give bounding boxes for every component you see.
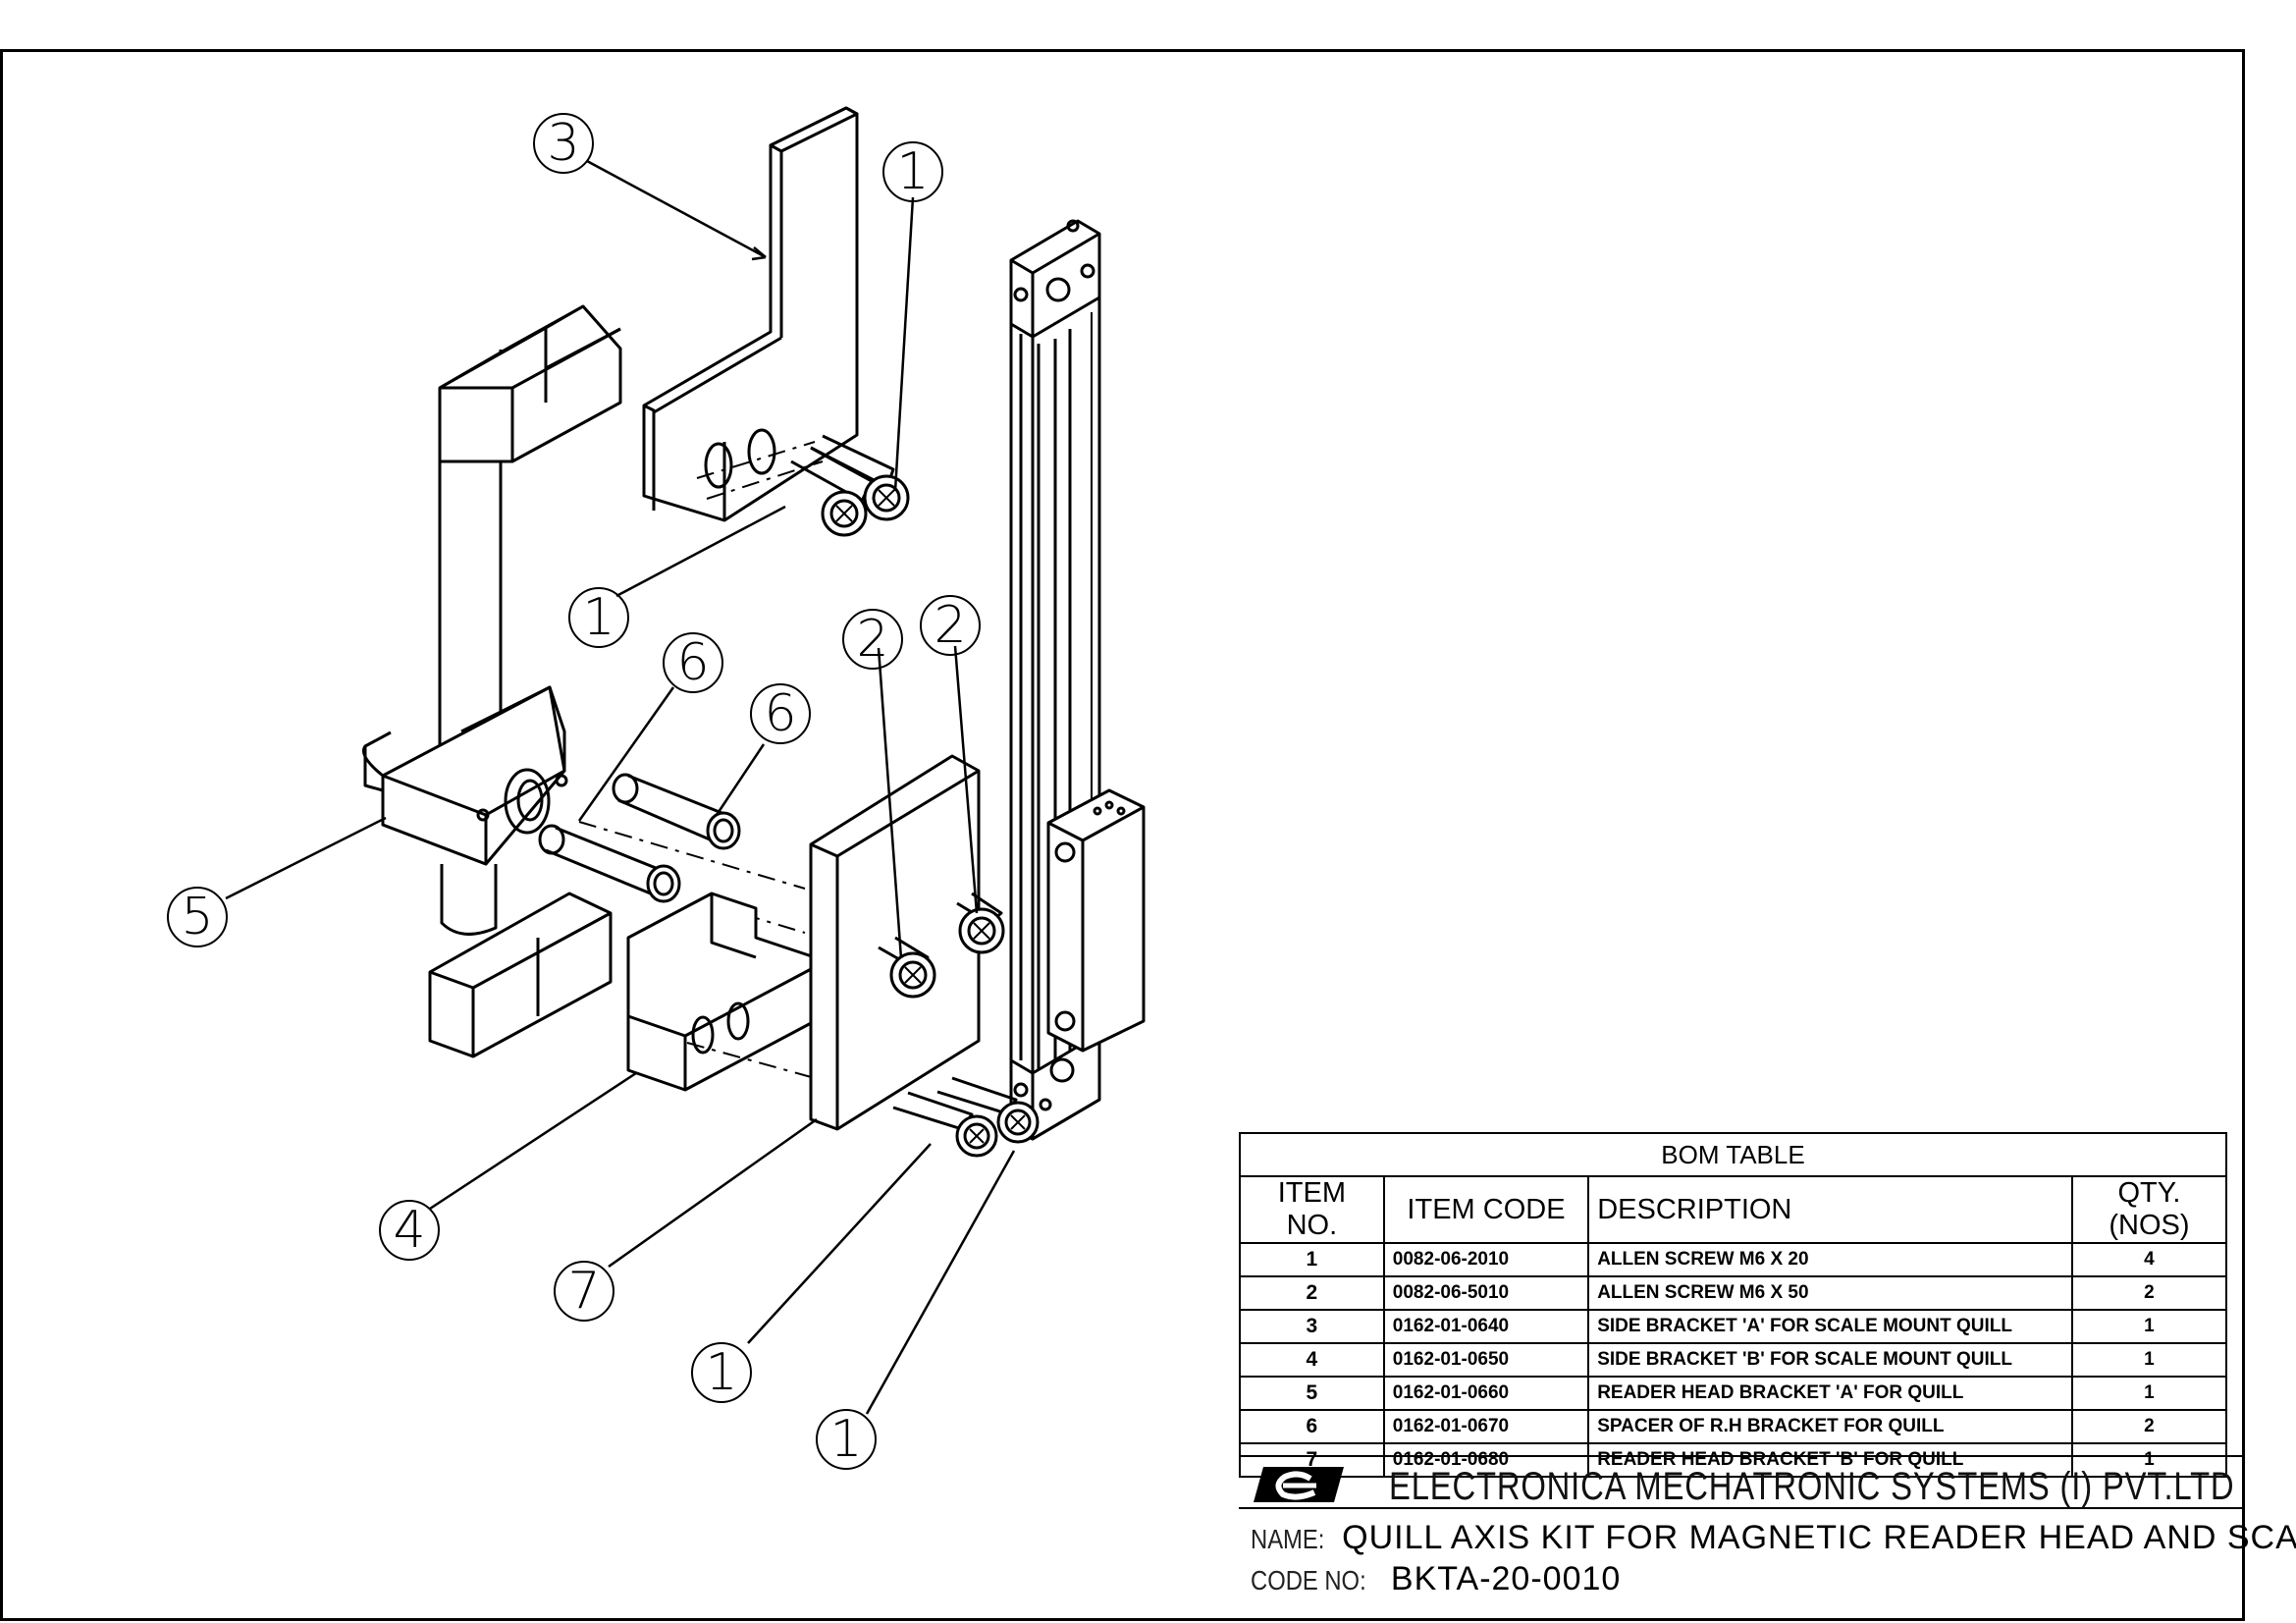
balloon-item-2: 2 bbox=[920, 595, 981, 656]
table-row: 4 0162-01-0650 SIDE BRACKET 'B' FOR SCAL… bbox=[1239, 1342, 2228, 1378]
balloon-item-6: 6 bbox=[750, 683, 811, 744]
cell-qty: 1 bbox=[2070, 1442, 2228, 1478]
screw-lower-pair bbox=[892, 1076, 1040, 1158]
cell-qty: 2 bbox=[2070, 1275, 2228, 1311]
drawing-info-block: NAME: QUILL AXIS KIT FOR MAGNETIC READER… bbox=[1239, 1509, 2296, 1621]
screw-pair-m6x50 bbox=[878, 892, 1005, 999]
magnetic-scale bbox=[1009, 219, 1146, 1141]
cell-description: ALLEN SCREW M6 X 20 bbox=[1587, 1242, 2073, 1277]
drawing-name: QUILL AXIS KIT FOR MAGNETIC READER HEAD … bbox=[1342, 1519, 2296, 1556]
bom-title: BOM TABLE bbox=[1239, 1132, 2227, 1177]
code-label: CODE NO: bbox=[1251, 1565, 1366, 1596]
balloon-number: 6 bbox=[764, 684, 797, 743]
name-label: NAME: bbox=[1251, 1524, 1325, 1554]
cell-item-code: 0082-06-2010 bbox=[1382, 1242, 1590, 1277]
balloon-item-1: 1 bbox=[816, 1409, 877, 1470]
balloon-number: 3 bbox=[547, 114, 580, 173]
name-line: NAME: QUILL AXIS KIT FOR MAGNETIC READER… bbox=[1251, 1519, 2296, 1557]
balloon-number: 1 bbox=[582, 588, 615, 647]
cell-item-code: 0162-01-0640 bbox=[1382, 1309, 1590, 1344]
balloon-number: 5 bbox=[181, 888, 214, 947]
cell-qty: 2 bbox=[2070, 1409, 2228, 1444]
cell-qty: 1 bbox=[2070, 1309, 2228, 1344]
cell-item-no: 1 bbox=[1239, 1242, 1385, 1277]
cell-item-code: 0082-06-5010 bbox=[1382, 1275, 1590, 1311]
cell-item-code: 0162-01-0680 bbox=[1382, 1442, 1590, 1478]
header-qty: QTY.(NOS) bbox=[2070, 1175, 2228, 1244]
balloon-number: 7 bbox=[567, 1262, 601, 1321]
balloon-item-1: 1 bbox=[691, 1342, 752, 1403]
balloon-item-6: 6 bbox=[663, 632, 723, 693]
cell-description: SPACER OF R.H BRACKET FOR QUILL bbox=[1587, 1409, 2073, 1444]
header-item-code: ITEM CODE bbox=[1382, 1175, 1590, 1244]
balloon-number: 2 bbox=[934, 596, 967, 655]
balloon-number: 4 bbox=[393, 1201, 426, 1260]
cell-item-code: 0162-01-0660 bbox=[1382, 1376, 1590, 1411]
spacer-pair bbox=[538, 773, 806, 934]
electronica-logo-icon bbox=[1254, 1467, 1344, 1502]
balloon-item-4: 4 bbox=[379, 1200, 440, 1261]
balloon-number: 1 bbox=[896, 142, 930, 201]
cell-qty: 1 bbox=[2070, 1342, 2228, 1378]
bom-header-row: ITEM NO. ITEM CODE DESCRIPTION QTY.(NOS) bbox=[1239, 1175, 2228, 1244]
table-row: 6 0162-01-0670 SPACER OF R.H BRACKET FOR… bbox=[1239, 1409, 2228, 1444]
cell-item-no: 2 bbox=[1239, 1275, 1385, 1311]
cell-description: READER HEAD BRACKET 'B' FOR QUILL bbox=[1587, 1442, 2073, 1478]
balloon-item-7: 7 bbox=[554, 1261, 614, 1322]
table-row: 2 0082-06-5010 ALLEN SCREW M6 X 50 2 bbox=[1239, 1275, 2228, 1311]
table-row: 1 0082-06-2010 ALLEN SCREW M6 X 20 4 bbox=[1239, 1242, 2228, 1277]
drawing-code: BKTA-20-0010 bbox=[1390, 1560, 1622, 1597]
leader-lines bbox=[225, 159, 1016, 1415]
table-row: 7 0162-01-0680 READER HEAD BRACKET 'B' F… bbox=[1239, 1442, 2228, 1478]
balloon-item-1: 1 bbox=[882, 141, 943, 202]
code-line: CODE NO: BKTA-20-0010 bbox=[1251, 1560, 1621, 1598]
table-row: 5 0162-01-0660 READER HEAD BRACKET 'A' F… bbox=[1239, 1376, 2228, 1411]
company-name: ELECTRONICA MECHATRONIC SYSTEMS (I) PVT.… bbox=[1389, 1465, 2235, 1508]
balloon-item-3: 3 bbox=[533, 113, 594, 174]
balloon-item-5: 5 bbox=[167, 887, 228, 947]
cell-item-no: 6 bbox=[1239, 1409, 1385, 1444]
company-banner: ELECTRONICA MECHATRONIC SYSTEMS (I) PVT.… bbox=[1239, 1455, 2245, 1509]
cell-item-no: 3 bbox=[1239, 1309, 1385, 1344]
balloon-number: 6 bbox=[676, 633, 710, 692]
balloon-number: 2 bbox=[856, 610, 889, 669]
side-bracket-b bbox=[626, 892, 817, 1092]
quill-column bbox=[362, 304, 622, 1058]
reader-head-bracket-b bbox=[809, 754, 981, 1131]
side-bracket-a bbox=[642, 106, 859, 522]
cell-qty: 4 bbox=[2070, 1242, 2228, 1277]
balloon-item-1: 1 bbox=[568, 587, 629, 648]
bom-table: BOM TABLE ITEM NO. ITEM CODE DESCRIPTION… bbox=[1239, 1132, 2228, 1478]
header-description: DESCRIPTION bbox=[1587, 1175, 2073, 1244]
cell-item-code: 0162-01-0650 bbox=[1382, 1342, 1590, 1378]
balloon-number: 1 bbox=[829, 1410, 863, 1469]
cell-item-no: 5 bbox=[1239, 1376, 1385, 1411]
cell-description: SIDE BRACKET 'A' FOR SCALE MOUNT QUILL bbox=[1587, 1309, 2073, 1344]
table-row: 3 0162-01-0640 SIDE BRACKET 'A' FOR SCAL… bbox=[1239, 1309, 2228, 1344]
cell-description: SIDE BRACKET 'B' FOR SCALE MOUNT QUILL bbox=[1587, 1342, 2073, 1378]
drawing-frame bbox=[0, 49, 2245, 1621]
cell-qty: 1 bbox=[2070, 1376, 2228, 1411]
screw-upper-pair bbox=[696, 434, 910, 537]
cell-item-code: 0162-01-0670 bbox=[1382, 1409, 1590, 1444]
header-item-no: ITEM NO. bbox=[1239, 1175, 1385, 1244]
bom-title-row: BOM TABLE bbox=[1239, 1132, 2227, 1177]
cell-item-no: 4 bbox=[1239, 1342, 1385, 1378]
cell-description: READER HEAD BRACKET 'A' FOR QUILL bbox=[1587, 1376, 2073, 1411]
balloon-number: 1 bbox=[705, 1343, 738, 1402]
cell-description: ALLEN SCREW M6 X 50 bbox=[1587, 1275, 2073, 1311]
balloon-item-2: 2 bbox=[842, 609, 903, 670]
